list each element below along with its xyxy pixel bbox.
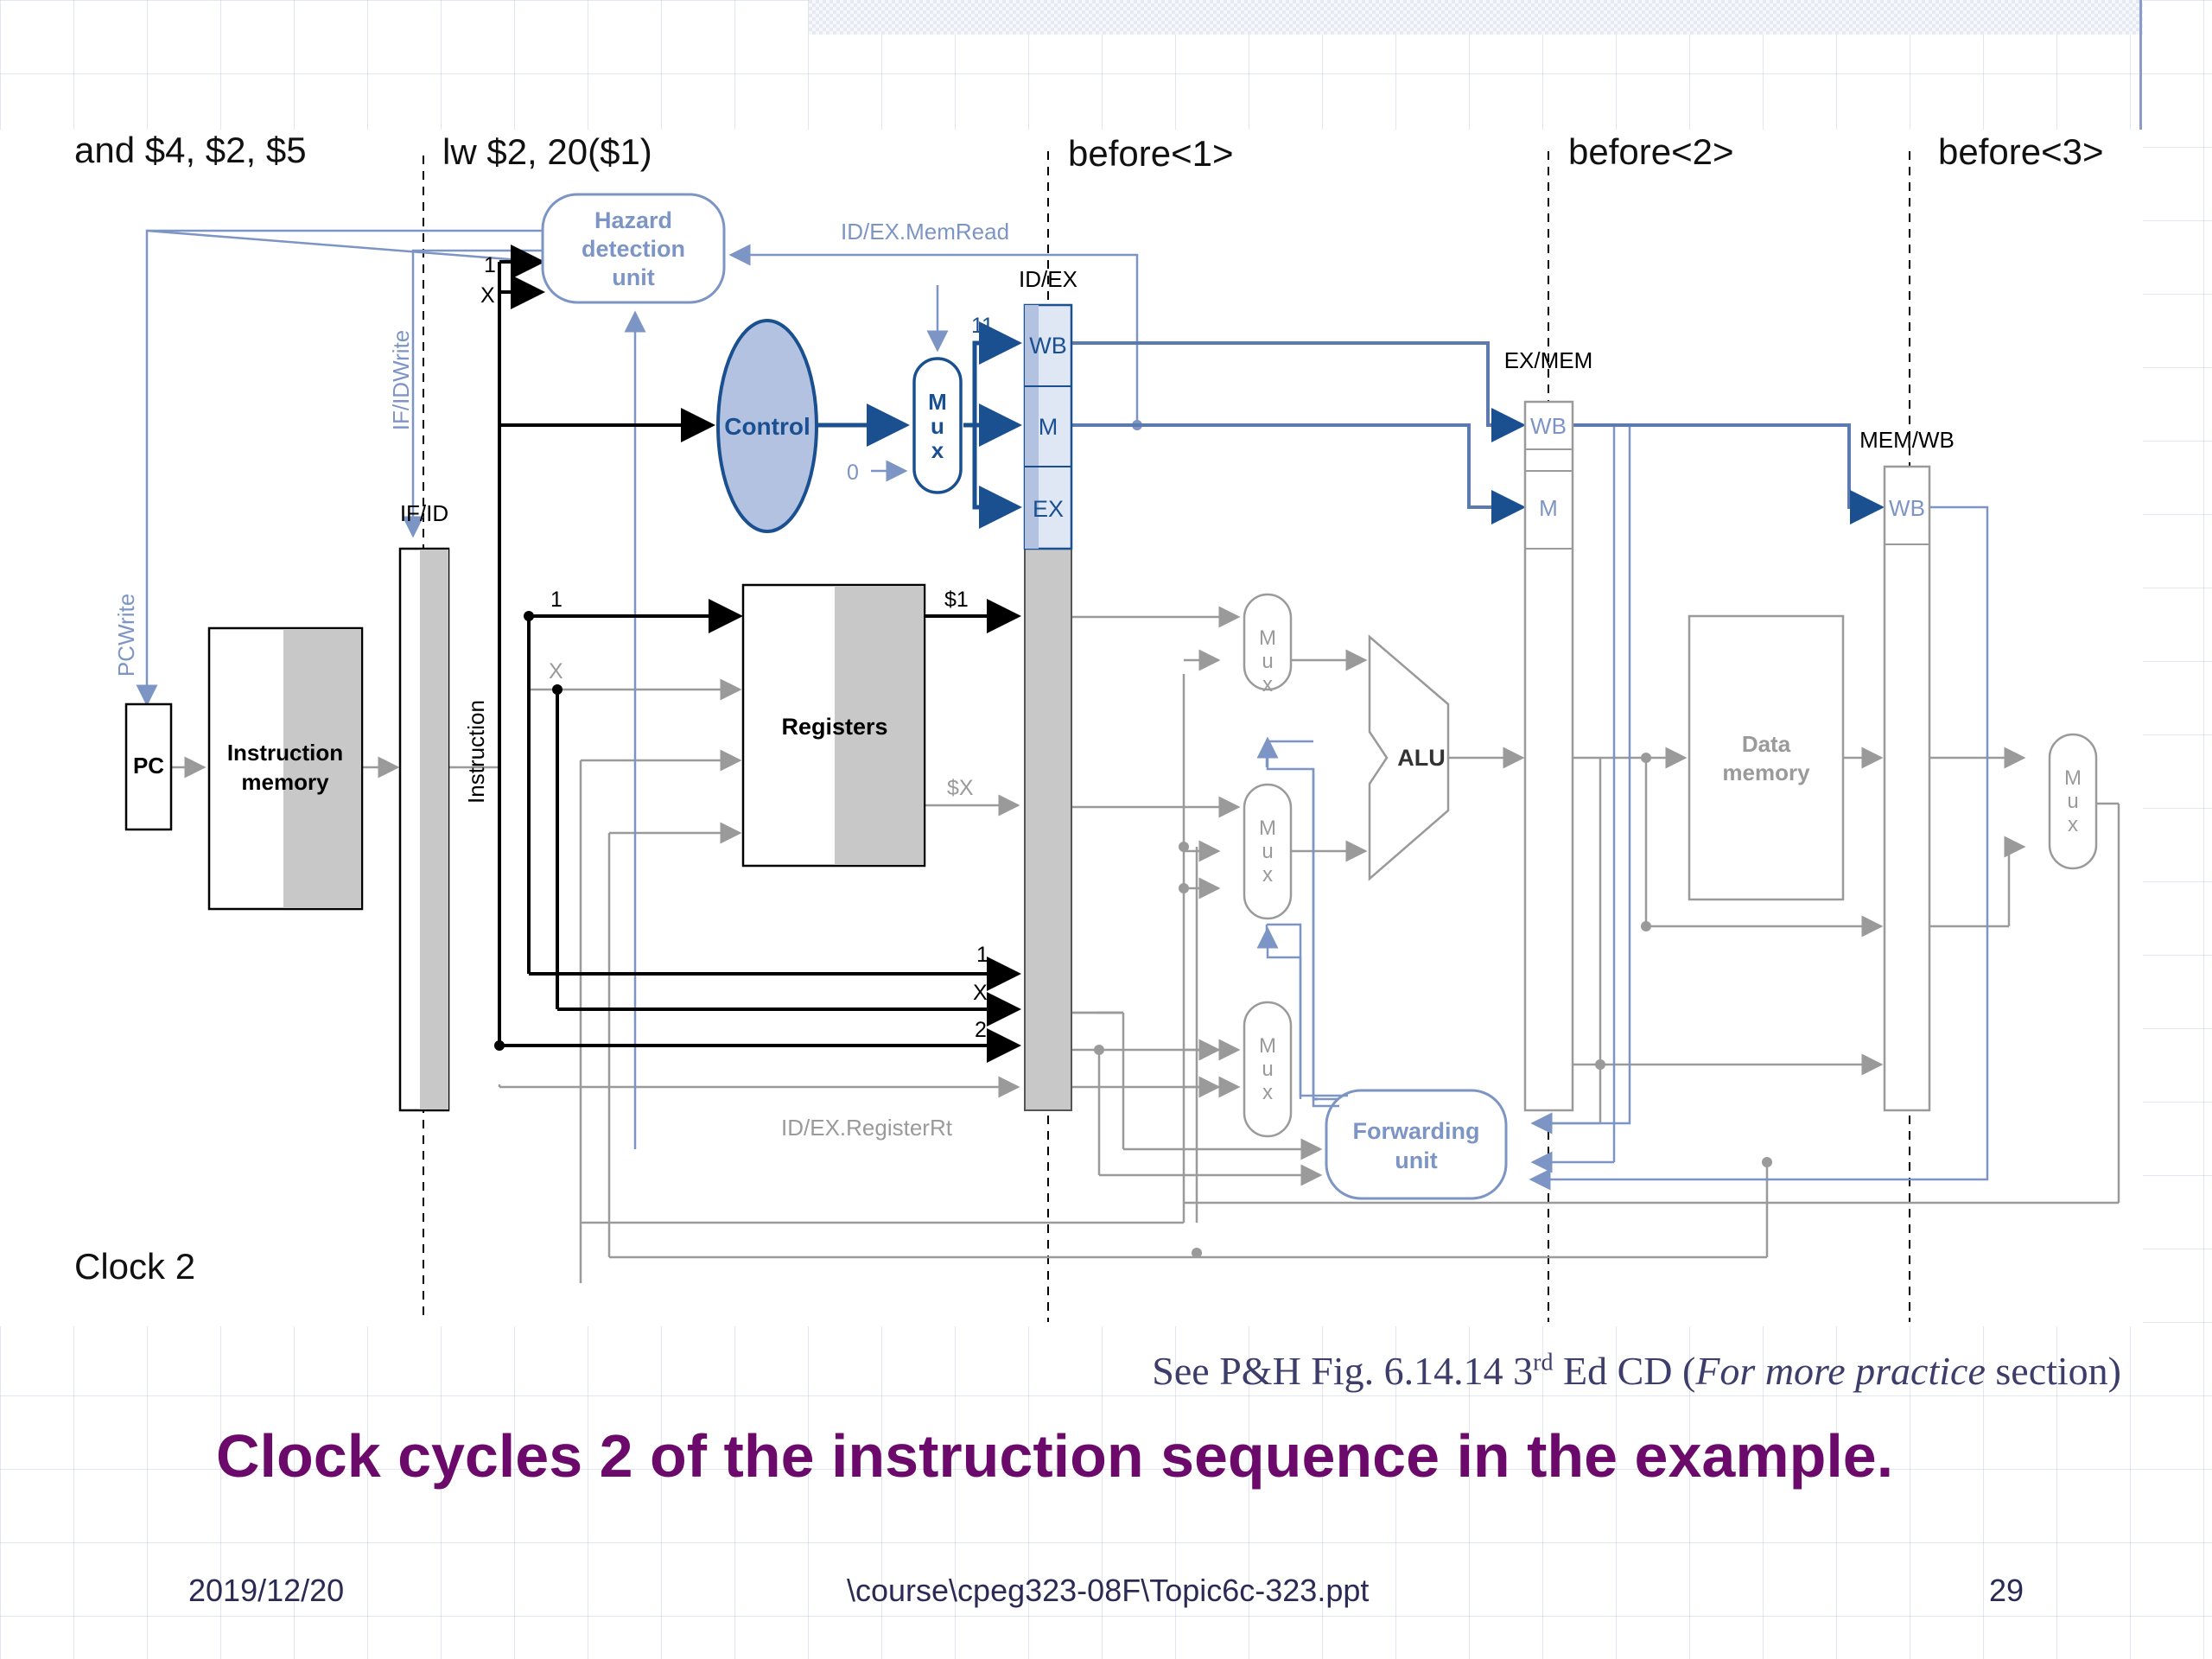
forward-a-mux-letter-u: u: [1262, 650, 1273, 673]
forward-a-mux-letter-x: x: [1262, 673, 1273, 696]
figure-reference: See P&H Fig. 6.14.14 3rd Ed CD (For more…: [1152, 1349, 2121, 1393]
memwb-wb-label: WB: [1889, 495, 1925, 521]
data-memory-label-2: memory: [1722, 760, 1810, 785]
exmem-register: [1523, 400, 1574, 1112]
ifid-label: IF/ID: [400, 500, 448, 526]
idex-ex-label: EX: [1033, 496, 1064, 522]
instruction-memory-label-1: Instruction: [227, 740, 343, 766]
control-unit: [716, 319, 818, 533]
forward-b-mux-letter-u: u: [1262, 840, 1273, 863]
footer-date: 2019/12/20: [188, 1573, 345, 1608]
hazard-input-x: X: [480, 283, 495, 308]
regdst-mux-letter-u: u: [1262, 1058, 1273, 1081]
hazard-input-1: 1: [484, 253, 496, 277]
control-mux-letter-m: M: [928, 389, 947, 415]
control-output-value: 11: [971, 314, 994, 338]
regdst-mux-letter-m: M: [1259, 1034, 1276, 1058]
pc-label: PC: [133, 753, 164, 779]
ifid-register-shade: [420, 550, 448, 1109]
ifidwrite-label: IF/IDWrite: [388, 330, 414, 431]
exmem-label: EX/MEM: [1504, 347, 1593, 373]
pcwrite-label: PCWrite: [113, 594, 139, 677]
top-decoration-band: [809, 0, 2143, 35]
right-decoration-line: [2139, 0, 2142, 130]
instruction-memory-shade: [283, 629, 361, 908]
writeback-mux: [2048, 733, 2098, 870]
control-mux-letter-x: x: [931, 437, 944, 463]
hazard-label-1: Hazard: [594, 207, 672, 233]
forward-b-mux-letter-x: x: [1262, 863, 1273, 887]
forward-a-mux: [1243, 593, 1293, 691]
alu-label: ALU: [1397, 745, 1446, 771]
hazard-label-2: detection: [582, 236, 685, 262]
stage-label-mem: before<2>: [1568, 131, 1734, 172]
gray-junctions: [1094, 753, 1772, 1258]
rt-value: X: [973, 981, 988, 1005]
dark-blue-wires: [817, 321, 1022, 529]
rd-value: 2: [975, 1018, 987, 1042]
regdst-mux-letter-x: x: [1262, 1081, 1273, 1104]
memwb-label: MEM/WB: [1859, 427, 1955, 453]
footer-path: \course\cpeg323-08F\Topic6c-323.ppt: [847, 1573, 1370, 1608]
writeback-mux-letter-u: u: [2067, 790, 2078, 813]
alu: [1368, 634, 1450, 881]
exmem-wb-label: WB: [1530, 413, 1567, 439]
idex-wb-label: WB: [1029, 333, 1067, 359]
stage-label-id: lw $2, 20($1): [442, 131, 652, 172]
read-register-2-value: X: [549, 659, 563, 683]
stage-label-if: and $4, $2, $5: [74, 130, 307, 170]
data-memory-label-1: Data: [1742, 731, 1791, 757]
forwarding-unit: [1325, 1089, 1508, 1200]
stage-label-wb: before<3>: [1938, 131, 2104, 172]
pc-register: [124, 702, 173, 831]
exmem-m-label: M: [1539, 495, 1558, 521]
forward-b-mux: [1243, 783, 1293, 920]
instruction-label: Instruction: [463, 700, 489, 804]
forward-a-mux-letter-m: M: [1259, 626, 1276, 650]
read-data-2-value: $X: [947, 776, 974, 800]
footer-page-number: 29: [1989, 1573, 2024, 1608]
stage-label-ex: before<1>: [1068, 133, 1234, 174]
mux-zero-value: 0: [847, 461, 859, 485]
writeback-mux-letter-x: x: [2068, 813, 2078, 836]
read-register-1-value: 1: [550, 588, 563, 612]
regdst-mux: [1243, 1001, 1293, 1138]
rs-value: 1: [976, 943, 988, 967]
hazard-detection-unit: [541, 193, 726, 304]
stage-dividers: [423, 151, 1910, 1322]
idex-memread-label: ID/EX.MemRead: [841, 219, 1009, 245]
idex-label: ID/EX: [1019, 266, 1077, 292]
pipeline-diagram-svg: and $4, $2, $5 lw $2, 20($1) before<1> b…: [74, 130, 2120, 1322]
forward-b-mux-letter-m: M: [1259, 817, 1276, 840]
memwb-register: [1883, 465, 1931, 1112]
idex-registerrt-label: ID/EX.RegisterRt: [781, 1115, 953, 1141]
pipeline-diagram: and $4, $2, $5 lw $2, 20($1) before<1> b…: [0, 130, 2143, 1326]
control-mux: [912, 357, 963, 494]
instruction-memory-label-2: memory: [241, 769, 329, 795]
forwarding-label-1: Forwarding: [1353, 1118, 1480, 1144]
writeback-mux-letter-m: M: [2064, 766, 2082, 790]
register-file-shade: [835, 586, 924, 865]
black-junctions: [494, 611, 563, 1051]
read-data-1-value: $1: [944, 588, 969, 612]
idex-m-label: M: [1039, 414, 1058, 440]
black-wires: [498, 245, 1021, 1063]
forwarding-label-2: unit: [1395, 1147, 1437, 1173]
control-label: Control: [724, 413, 810, 440]
idex-control-shade: [1025, 305, 1039, 549]
registers-label: Registers: [781, 714, 887, 740]
control-mux-letter-u: u: [931, 413, 944, 439]
hazard-label-3: unit: [612, 264, 654, 290]
clock-label: Clock 2: [74, 1246, 195, 1287]
pipeline-control-flow: [1071, 341, 1885, 524]
slide-title: Clock cycles 2 of the instruction sequen…: [216, 1422, 1894, 1490]
data-memory: [1688, 614, 1845, 901]
